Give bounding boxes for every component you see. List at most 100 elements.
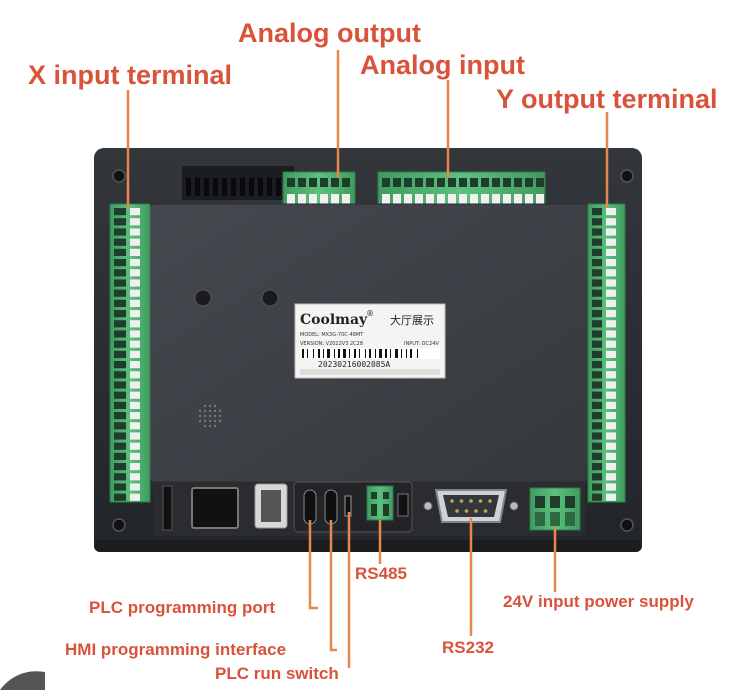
grille-hole — [208, 419, 212, 423]
strip-tooth — [222, 178, 227, 196]
terminal-screw-slot — [114, 483, 126, 491]
grille-hole — [213, 409, 217, 413]
barcode-bar — [318, 349, 320, 358]
terminal-screw-slot — [592, 310, 602, 318]
terminal-screw-slot — [592, 299, 602, 307]
terminal-screw-slot — [114, 442, 126, 450]
grille-hole — [218, 414, 222, 418]
dsub-pin — [469, 499, 473, 503]
terminal-wire-slot — [514, 194, 522, 206]
terminal-wire-slot — [130, 228, 140, 236]
grille-hole — [218, 409, 222, 413]
terminal-screw-slot — [592, 330, 602, 338]
terminal-wire-slot — [606, 412, 616, 420]
dip-switch-icon — [397, 493, 409, 517]
terminal-screw-slot — [114, 299, 126, 307]
terminal-screw-slot — [426, 178, 434, 187]
grille-hole — [213, 419, 217, 423]
barcode-bar — [417, 349, 418, 358]
terminal-screw-slot — [592, 371, 602, 379]
terminal-screw-slot — [114, 310, 126, 318]
terminal-wire-slot — [130, 248, 140, 256]
terminal-wire-slot — [606, 289, 616, 297]
terminal-screw-slot — [592, 493, 602, 501]
grille-hole — [208, 414, 212, 418]
terminal-wire-slot — [606, 483, 616, 491]
dsub-pin — [474, 509, 478, 513]
terminal-screw-slot — [309, 178, 317, 187]
terminal-screw-slot — [114, 330, 126, 338]
barcode-bar — [313, 349, 314, 358]
terminal-screw-slot — [114, 391, 126, 399]
terminal-screw-slot — [592, 218, 602, 226]
terminal-wire-slot — [606, 361, 616, 369]
terminal-wire-slot — [130, 361, 140, 369]
terminal-wire-slot — [130, 350, 140, 358]
terminal-screw-slot — [592, 412, 602, 420]
barcode-bar — [302, 349, 304, 358]
terminal-screw-slot — [536, 178, 544, 187]
terminal-wire-slot — [503, 194, 511, 206]
terminal-wire-slot — [606, 401, 616, 409]
terminal-screw-slot — [437, 178, 445, 187]
strip-tooth — [249, 178, 254, 196]
terminal-wire-slot — [130, 483, 140, 491]
terminal-screw-slot — [114, 350, 126, 358]
terminal-wire-slot — [130, 330, 140, 338]
grille-hole — [208, 404, 212, 408]
nameplate-serial: 20230216002085A — [318, 360, 390, 369]
terminal-screw-slot — [114, 371, 126, 379]
dsub-pin — [450, 499, 454, 503]
terminal-screw-slot — [592, 442, 602, 450]
label-hmi-programming-interface: HMI programming interface — [65, 640, 287, 659]
dsub-pin — [488, 499, 492, 503]
terminal-wire-slot — [130, 218, 140, 226]
terminal-wire-slot — [606, 228, 616, 236]
terminal-screw-slot — [481, 178, 489, 187]
terminal-wire-slot — [320, 194, 328, 206]
grille-hole — [203, 409, 207, 413]
grille-hole — [198, 414, 202, 418]
terminal-screw-slot — [382, 178, 390, 187]
terminal-wire-slot — [404, 194, 412, 206]
terminal-wire-slot — [130, 208, 140, 216]
barcode-bar — [390, 349, 391, 358]
terminal-wire-slot — [492, 194, 500, 206]
label-24v-input-power-supply: 24V input power supply — [503, 592, 694, 611]
terminal-wire-slot — [606, 493, 616, 501]
screw-icon — [112, 169, 126, 183]
label-plc-run-switch: PLC run switch — [215, 664, 339, 683]
terminal-wire-slot — [130, 279, 140, 287]
terminal-wire-slot — [606, 422, 616, 430]
terminal-wire-slot — [481, 194, 489, 206]
barcode-bar — [354, 349, 356, 358]
terminal-screw-slot — [114, 401, 126, 409]
terminal-screw-slot — [114, 259, 126, 267]
terminal-wire-slot — [130, 289, 140, 297]
terminal-wire-slot — [606, 452, 616, 460]
grille-hole — [208, 409, 212, 413]
nameplate-trademark: ® — [366, 309, 374, 318]
barcode-bar — [327, 349, 330, 358]
leader-plc-port — [308, 520, 318, 610]
grille-hole — [203, 419, 207, 423]
terminal-wire-slot — [426, 194, 434, 206]
terminal-screw-slot — [415, 178, 423, 187]
screw-icon — [112, 518, 126, 532]
terminal-wire-slot — [606, 432, 616, 440]
strip-tooth — [258, 178, 263, 196]
terminal-screw-slot — [287, 178, 295, 187]
terminal-wire-slot — [606, 218, 616, 226]
terminal-screw-slot — [592, 432, 602, 440]
terminal-screw-slot — [592, 452, 602, 460]
dsub-pin — [464, 509, 469, 513]
terminal-wire-slot — [606, 391, 616, 399]
grille-hole — [203, 424, 207, 428]
terminal-wire-slot — [130, 310, 140, 318]
grille-hole — [203, 404, 207, 408]
terminal-screw-slot — [114, 361, 126, 369]
terminal-screw-slot — [592, 473, 602, 481]
terminal-wire-slot — [309, 194, 317, 206]
grille-hole — [203, 414, 207, 418]
